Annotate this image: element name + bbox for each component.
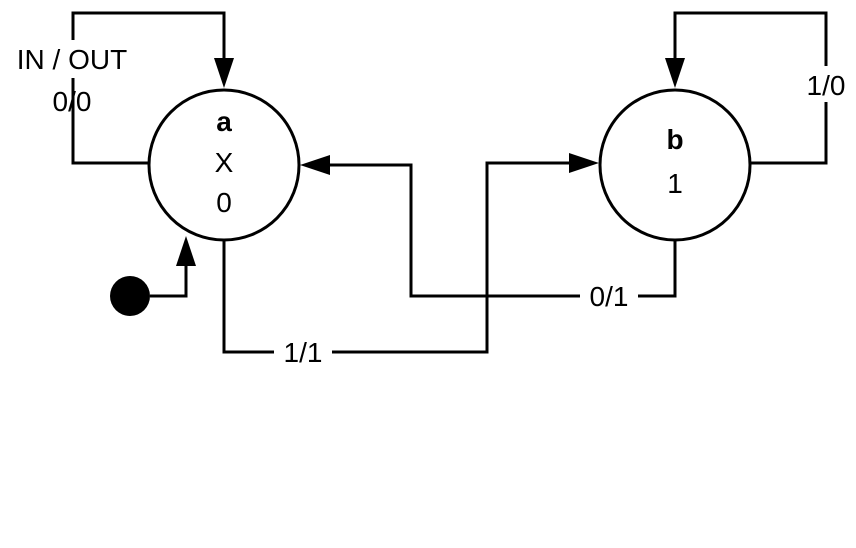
arrowhead-self-loop-a [214,58,234,88]
label-bg-b-to-a [580,279,638,313]
state-a-name: a [216,106,232,137]
state-b-circle [598,88,752,242]
edge-a-to-b [222,161,569,354]
state-a-circle [147,88,301,242]
transition-label-a-to-b: 1/1 [284,337,323,368]
label-bg-legend [8,40,138,78]
self-loop-b-edge [673,11,828,165]
arrowhead-self-loop-b [665,58,685,88]
state-b: b 1 [598,88,752,242]
self-loop-a-edge [71,11,226,165]
arrowhead-b-to-a [300,155,330,175]
label-bg-b-self [802,66,852,102]
state-a-output: 0 [216,187,232,218]
edge-b-to-a [330,163,677,298]
arrowhead-a-to-b [569,153,599,173]
state-a: a X 0 [147,88,301,242]
state-b-name: b [666,124,683,155]
transition-label-b-to-a: 0/1 [590,281,629,312]
label-bg-a-to-b [274,335,332,369]
legend-self-loop-a-label: 0/0 [53,86,92,117]
state-b-output: 1 [667,168,683,199]
state-a-variable: X [215,147,234,178]
initial-state-dot [110,276,150,316]
legend-in-out: IN / OUT [17,44,127,75]
arrowhead-initial [176,236,196,266]
transition-label-b-self: 1/0 [807,70,846,101]
initial-edge [150,265,188,298]
